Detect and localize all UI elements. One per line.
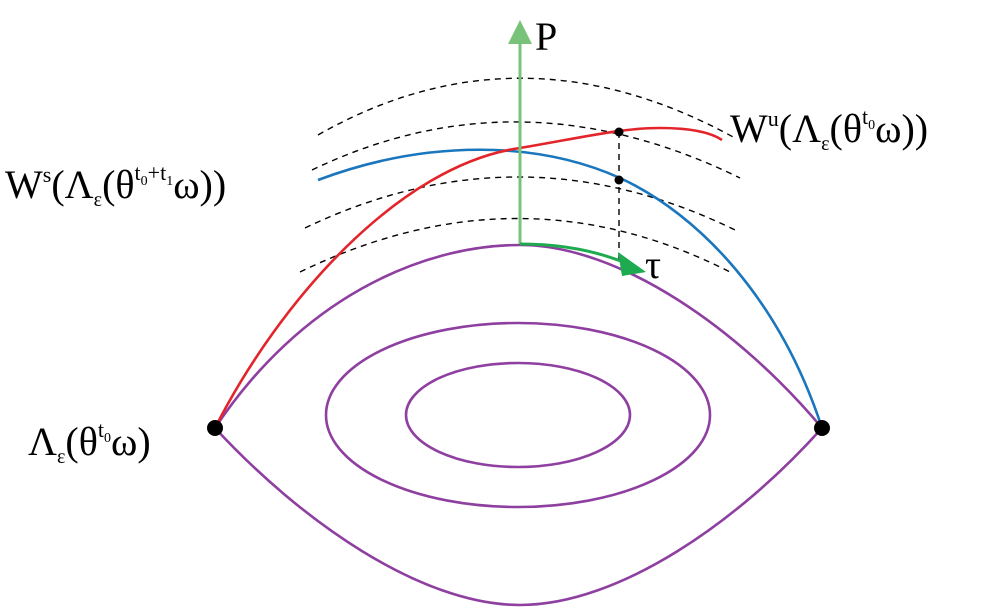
unstable-manifold-label: Wu(Λε(θt0ω))	[730, 104, 928, 155]
p-axis-arrowhead	[508, 20, 532, 44]
inner-orbit	[404, 361, 632, 469]
middle-orbit	[324, 321, 712, 509]
dashed-curve-4	[299, 217, 731, 273]
stable-manifold-label: Ws(Λε(θt0+t1ω))	[5, 160, 226, 211]
intersection-point-upper	[614, 127, 624, 137]
left-hyperbolic-point	[207, 420, 223, 436]
tau-axis-arrow	[519, 242, 629, 266]
tau-axis-label: τ	[645, 242, 661, 287]
separatrix-group	[213, 243, 823, 607]
p-axis-label: P	[535, 14, 557, 59]
right-hyperbolic-point	[814, 420, 830, 436]
intersection-point-lower	[614, 175, 624, 185]
lower-separatrix	[214, 427, 823, 607]
upper-separatrix	[213, 243, 823, 429]
tau-axis-arrowhead	[618, 252, 646, 276]
hyperbolic-point-label: Λε(θt0ω)	[28, 417, 151, 468]
dashed-curve-2	[311, 121, 741, 179]
stable-manifold-curve	[317, 148, 824, 429]
